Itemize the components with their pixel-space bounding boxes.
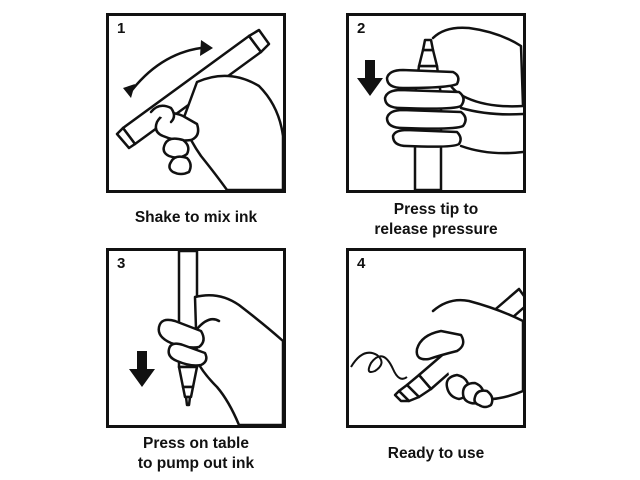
step-4-number: 4 (357, 255, 366, 272)
step-3-panel: 3 (106, 248, 286, 428)
step-4-panel: 4 (346, 248, 526, 428)
pump-ink-illustration (129, 251, 283, 425)
ready-to-use-illustration (350, 287, 523, 409)
step-1-caption: Shake to mix ink (134, 209, 258, 226)
step-1-number: 1 (117, 20, 126, 37)
step-3-caption: Press on table to pump out ink (137, 435, 255, 472)
step-4-caption: Ready to use (387, 445, 485, 462)
down-arrow-icon (129, 351, 155, 387)
step-3-number: 3 (117, 255, 126, 272)
scribble-line-icon (350, 351, 408, 380)
step-2-panel: 2 (346, 13, 526, 193)
step-2-number: 2 (357, 20, 366, 37)
step-1-panel: 1 (106, 13, 286, 193)
shake-illustration (115, 28, 283, 190)
down-arrow-icon (357, 60, 383, 96)
step-2-caption: Press tip to release pressure (374, 201, 498, 238)
shake-arrow-icon (128, 46, 202, 95)
press-tip-illustration (357, 26, 523, 190)
